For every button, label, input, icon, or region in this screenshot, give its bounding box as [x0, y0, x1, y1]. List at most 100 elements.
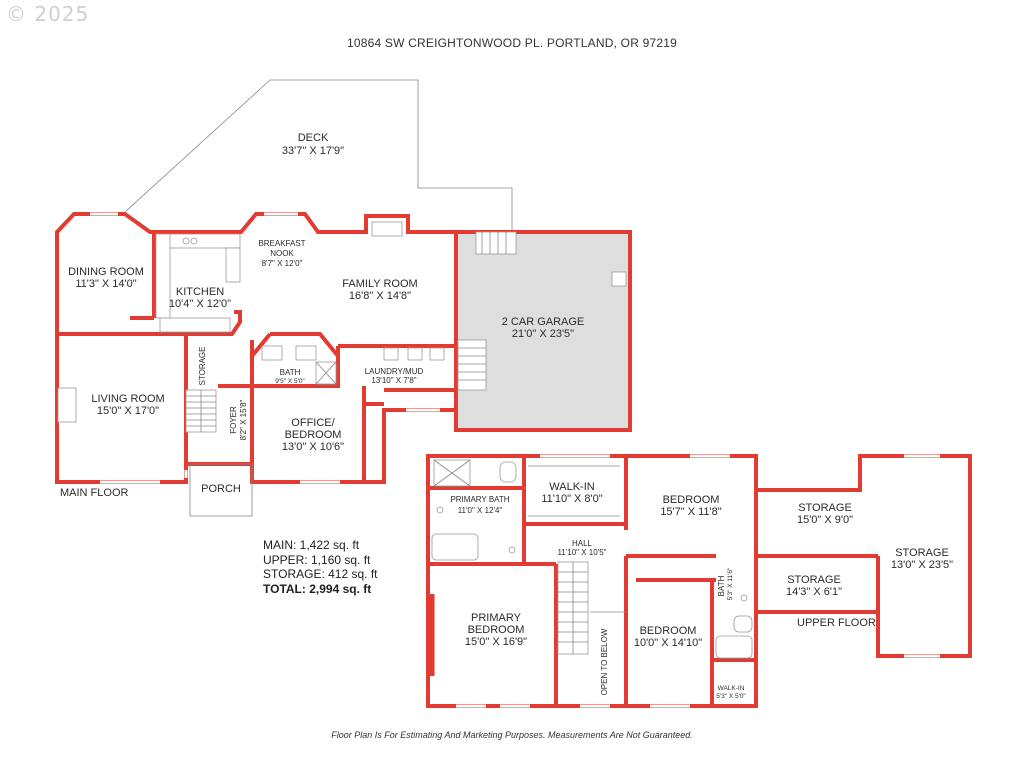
garage-name: 2 CAR GARAGE: [502, 316, 585, 328]
nook-dims: 8'7" X 12'0": [262, 259, 303, 268]
main-floor-windows: [90, 212, 440, 484]
hall-name: HALL: [572, 539, 593, 548]
room-label-bath-main: BATH 9'5" X 5'0": [275, 368, 305, 385]
office-name-2: BEDROOM: [285, 429, 342, 441]
storage-1-name: STORAGE: [798, 502, 852, 514]
primary-bedroom-name-2: BEDROOM: [468, 624, 525, 636]
bath-main-name: BATH: [280, 368, 301, 377]
main-floor-interior-walls: [57, 232, 458, 482]
square-footage-summary: MAIN: 1,422 sq. ft UPPER: 1,160 sq. ft S…: [263, 538, 378, 596]
kitchen-counters-icon: [155, 233, 241, 333]
summary-upper: UPPER: 1,160 sq. ft: [263, 552, 371, 567]
dining-name: DINING ROOM: [68, 266, 144, 278]
storage-2-dims: 13'0" X 23'5": [891, 559, 953, 571]
room-label-living: LIVING ROOM 15'0" X 17'0": [91, 393, 164, 417]
kitchen-dims: 10'4" X 12'0": [169, 298, 231, 310]
upper-stairs-icon: [557, 561, 626, 655]
deck-name: DECK: [298, 132, 329, 144]
room-label-laundry: LAUNDRY/MUD 13'10" X 7'8": [365, 367, 424, 385]
laundry-dims: 13'10" X 7'8": [371, 376, 416, 385]
room-label-dining: DINING ROOM 11'3" X 14'0": [68, 266, 144, 290]
storage-3-dims: 14'3" X 6'1": [786, 586, 842, 598]
room-label-hall: HALL 11'10" X 10'5": [557, 539, 606, 557]
primary-bath-dims: 11'0" X 12'4": [458, 506, 503, 515]
dining-dims: 11'3" X 14'0": [75, 278, 136, 290]
room-label-nook: BREAKFAST NOOK 8'7" X 12'0": [258, 239, 305, 268]
summary-main: MAIN: 1,422 sq. ft: [263, 538, 360, 552]
storage-1-dims: 15'0" X 9'0": [797, 514, 853, 526]
storage-3-name: STORAGE: [787, 574, 841, 586]
office-name-1: OFFICE/: [291, 417, 335, 429]
porch-name: PORCH: [201, 483, 241, 495]
upper-floor-windows: [456, 454, 940, 708]
deck-outline: [124, 79, 513, 230]
bedroom-2-name: BEDROOM: [640, 625, 697, 637]
garage-floor: [456, 232, 630, 430]
room-label-office: OFFICE/ BEDROOM 13'0" X 10'6": [282, 417, 344, 453]
room-label-primary-bath: PRIMARY BATH 11'0" X 12'4": [450, 495, 509, 515]
summary-storage: STORAGE: 412 sq. ft: [263, 567, 378, 581]
hall-dims: 11'10" X 10'5": [557, 548, 606, 557]
deck-dims: 33'7" X 17'9": [282, 145, 344, 157]
nook-name-2: NOOK: [270, 249, 294, 258]
family-name: FAMILY ROOM: [342, 278, 417, 290]
upper-bath-fixtures-icon: [715, 594, 753, 659]
walkin-small-name: WALK-IN: [718, 685, 745, 692]
bedroom-1-name: BEDROOM: [663, 494, 720, 506]
foyer-dims: 8'2" X 15'8": [239, 399, 248, 440]
disclaimer-footer: Floor Plan Is For Estimating And Marketi…: [331, 730, 693, 740]
storage-2-name: STORAGE: [895, 547, 949, 559]
foyer-name: FOYER: [229, 406, 238, 434]
room-label-walkin-large: WALK-IN 11'10" X 8'0": [541, 481, 602, 505]
family-fireplace-icon: [371, 221, 403, 237]
bedroom-2-dims: 10'0" X 14'10": [634, 637, 702, 649]
room-label-garage: 2 CAR GARAGE 21'0" X 23'5": [502, 316, 585, 340]
fireplace-icon: [57, 387, 77, 423]
family-dims: 16'8" X 14'8": [349, 290, 411, 302]
room-label-primary-bedroom: PRIMARY BEDROOM 15'0" X 16'9": [465, 612, 527, 648]
living-name: LIVING ROOM: [91, 393, 164, 405]
room-label-storage-1: STORAGE 15'0" X 9'0": [797, 502, 853, 526]
laundry-fixtures-icon: [383, 347, 445, 361]
upper-floor-interior-walls: [428, 456, 880, 706]
room-label-deck: DECK 33'7" X 17'9": [282, 132, 344, 157]
upper-floor-label: UPPER FLOOR: [797, 617, 876, 629]
storage-main-name: STORAGE: [198, 347, 207, 386]
walkin-large-dims: 11'10" X 8'0": [541, 493, 602, 505]
porch-outline: [189, 463, 253, 517]
primary-bedroom-name-1: PRIMARY: [471, 612, 522, 624]
open-to-below-label: OPEN TO BELOW: [600, 628, 609, 695]
office-dims: 13'0" X 10'6": [282, 441, 344, 453]
main-stairs-icon: [185, 389, 217, 433]
bath-upper-dims: 5'3" X 11'6": [727, 567, 734, 600]
room-label-kitchen: KITCHEN 10'4" X 12'0": [169, 286, 231, 310]
room-label-storage-2: STORAGE 13'0" X 23'5": [891, 547, 953, 571]
bath-main-dims: 9'5" X 5'0": [275, 378, 305, 385]
room-label-family: FAMILY ROOM 16'8" X 14'8": [342, 278, 417, 302]
primary-bath-name: PRIMARY BATH: [450, 495, 509, 504]
copyright-watermark: © 2025: [6, 2, 90, 26]
summary-total: TOTAL: 2,994 sq. ft: [263, 581, 372, 596]
room-label-storage-3: STORAGE 14'3" X 6'1": [786, 574, 842, 598]
main-floor-label: MAIN FLOOR: [60, 487, 129, 499]
bedroom-1-dims: 15'7" X 11'8": [660, 506, 721, 518]
walkin-large-name: WALK-IN: [549, 481, 594, 493]
room-label-foyer: FOYER 8'2" X 15'8": [229, 399, 248, 440]
room-label-bedroom-1: BEDROOM 15'7" X 11'8": [660, 494, 721, 518]
garage-dims: 21'0" X 23'5": [512, 328, 574, 340]
kitchen-name: KITCHEN: [176, 286, 224, 298]
nook-name-1: BREAKFAST: [258, 239, 305, 248]
laundry-name: LAUNDRY/MUD: [365, 367, 424, 376]
walkin-small-dims: 5'3" X 5'0": [716, 693, 746, 700]
property-address: 10864 SW CREIGHTONWOOD PL. PORTLAND, OR …: [347, 36, 677, 50]
main-bath-fixtures-icon: [261, 345, 337, 385]
primary-bath-fixtures-icon: [431, 459, 517, 561]
primary-bedroom-dims: 15'0" X 16'9": [465, 636, 527, 648]
room-label-walkin-small: WALK-IN 5'3" X 5'0": [716, 685, 746, 700]
room-label-bedroom-2: BEDROOM 10'0" X 14'10": [634, 625, 702, 649]
garage-stairs-icon: [457, 231, 627, 391]
living-dims: 15'0" X 17'0": [97, 405, 159, 417]
bath-upper-name: BATH: [717, 575, 726, 596]
room-label-bath-upper: BATH 5'3" X 11'6": [717, 567, 734, 600]
